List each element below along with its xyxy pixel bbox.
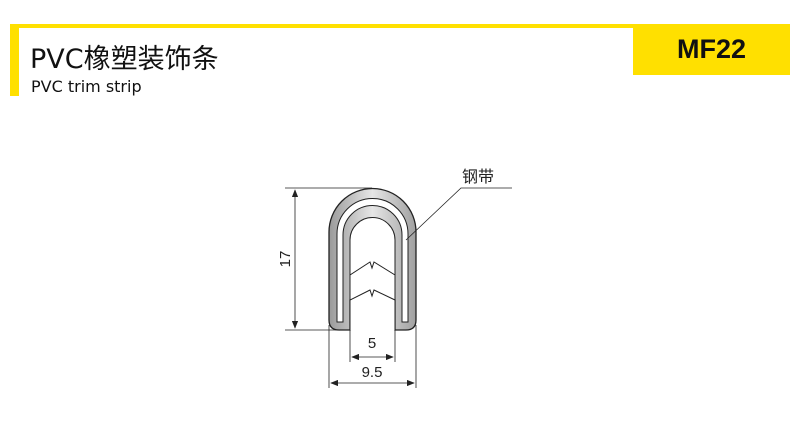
gripping-fins — [349, 217, 396, 330]
product-code-badge: MF22 — [633, 24, 790, 75]
page-title: PVC橡塑装饰条 — [30, 44, 219, 75]
dimension-lines — [285, 187, 512, 388]
inner-width-dimension-label: 5 — [368, 335, 376, 352]
outer-width-dimension-label: 9.5 — [362, 364, 383, 381]
callout-label: 钢带 — [462, 167, 494, 186]
product-code: MF22 — [676, 34, 747, 64]
header-left-bar — [10, 24, 19, 96]
page-subtitle: PVC trim strip — [31, 77, 142, 96]
height-dimension-label: 17 — [277, 251, 294, 268]
header-top-rule — [10, 24, 790, 28]
steel-band — [336, 198, 409, 323]
callout-leader — [405, 187, 512, 241]
